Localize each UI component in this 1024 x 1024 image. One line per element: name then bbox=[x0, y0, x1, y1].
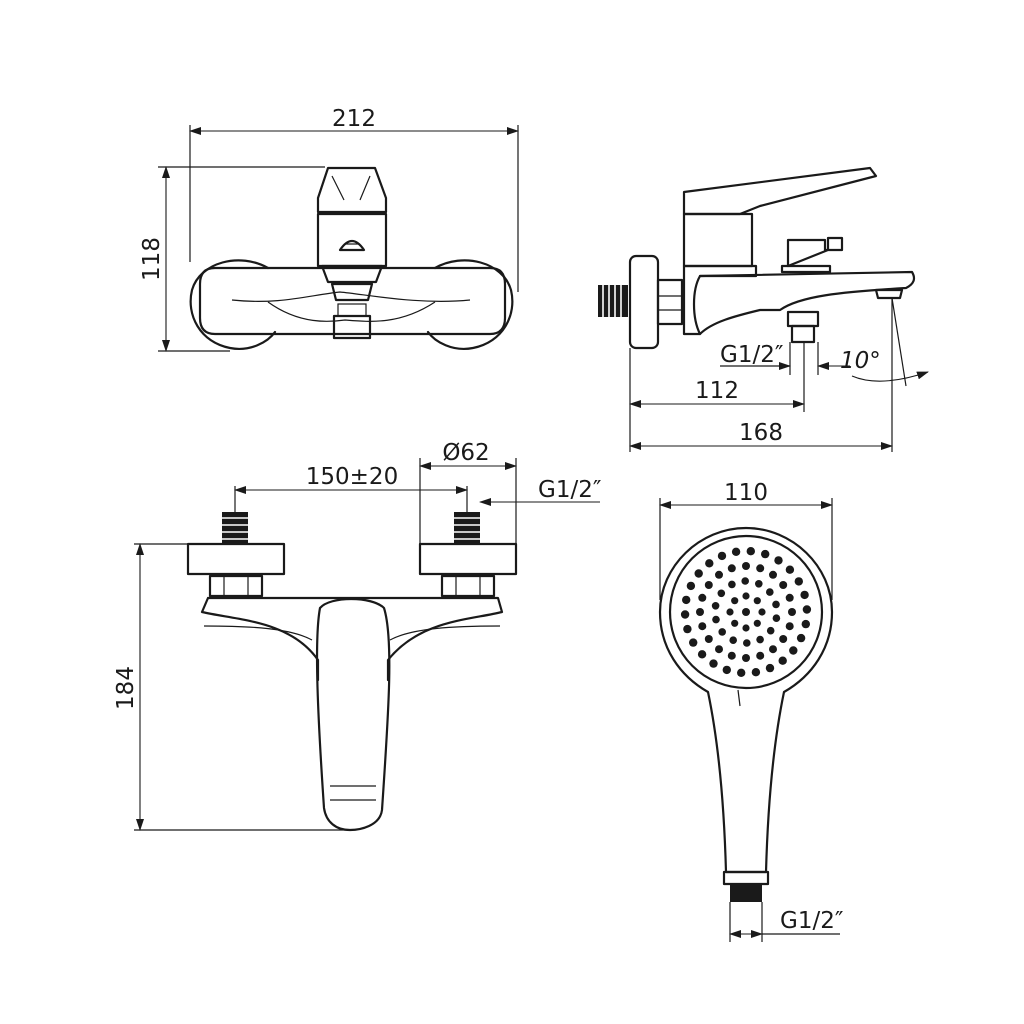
nozzle-dot bbox=[766, 588, 774, 596]
nozzle-dot bbox=[680, 610, 690, 619]
nozzle-dot bbox=[742, 608, 750, 616]
nozzle-dot bbox=[743, 639, 751, 647]
nozzle-dot bbox=[769, 645, 777, 654]
nozzle-dot bbox=[717, 589, 726, 598]
nozzle-dot bbox=[788, 608, 796, 616]
nozzle-dot bbox=[756, 635, 764, 644]
nozzle-dot bbox=[709, 659, 718, 668]
nozzle-dot bbox=[742, 592, 750, 600]
nozzle-dot bbox=[726, 608, 734, 616]
nozzle-dot bbox=[696, 608, 704, 616]
nozzle-dot bbox=[722, 665, 731, 675]
nozzle-dot bbox=[772, 600, 780, 609]
nozzle-dot bbox=[698, 622, 707, 631]
nozzle-dot bbox=[796, 633, 806, 643]
nozzle-dot bbox=[769, 570, 777, 579]
nozzle-dot bbox=[731, 619, 739, 627]
nozzle-dot bbox=[698, 593, 707, 602]
nozzle-dot bbox=[704, 635, 713, 643]
nozzle-dot bbox=[705, 559, 714, 568]
nozzle-dot bbox=[779, 581, 788, 589]
nozzle-dot bbox=[765, 663, 775, 673]
top-view: 212 118 bbox=[139, 106, 519, 352]
side-depth-inner-label: 112 bbox=[695, 378, 739, 404]
nozzle-dot bbox=[758, 608, 766, 616]
side-depth-outer-label: 168 bbox=[739, 420, 783, 446]
nozzle-dot bbox=[778, 656, 787, 665]
nozzle-dot bbox=[715, 570, 723, 579]
nozzle-dot bbox=[785, 622, 794, 631]
nozzle-dot bbox=[801, 619, 810, 629]
nozzle-dot bbox=[785, 593, 794, 602]
nozzle-dot bbox=[746, 547, 755, 556]
nozzle-dot bbox=[755, 580, 763, 588]
nozzle-dot bbox=[753, 597, 761, 605]
nozzle-dot bbox=[756, 651, 765, 660]
nozzle-dot bbox=[742, 624, 750, 632]
nozzle-dot bbox=[683, 624, 692, 634]
nozzle-pattern bbox=[680, 547, 812, 677]
nozzle-dot bbox=[731, 597, 739, 605]
front-height-label: 184 bbox=[113, 666, 139, 710]
nozzle-dot bbox=[766, 626, 775, 635]
nozzle-dot bbox=[689, 638, 698, 647]
nozzle-dot bbox=[802, 605, 812, 614]
front-diameter-label: Ø62 bbox=[442, 440, 489, 466]
shower-head-view: 110 G1/2″ bbox=[658, 480, 844, 942]
nozzle-dot bbox=[741, 577, 749, 585]
shower-width-label: 110 bbox=[724, 480, 768, 506]
nozzle-dot bbox=[729, 636, 737, 644]
nozzle-dot bbox=[800, 590, 809, 600]
nozzle-dot bbox=[794, 577, 803, 586]
nozzle-dot bbox=[756, 564, 765, 573]
nozzle-dot bbox=[789, 646, 798, 655]
top-height-label: 118 bbox=[139, 237, 165, 281]
nozzle-dot bbox=[712, 615, 720, 624]
nozzle-dot bbox=[728, 580, 736, 589]
nozzle-dot bbox=[717, 551, 727, 561]
nozzle-dot bbox=[704, 581, 713, 589]
nozzle-dot bbox=[779, 635, 788, 643]
nozzle-dot bbox=[697, 650, 707, 659]
nozzle-dot bbox=[785, 565, 795, 574]
nozzle-dot bbox=[718, 628, 726, 636]
front-thread-label: G1/2″ bbox=[538, 477, 602, 503]
nozzle-dot bbox=[727, 651, 736, 660]
side-thread-label: G1/2″ bbox=[720, 342, 784, 368]
nozzle-dot bbox=[774, 556, 783, 565]
front-view: 150±20 Ø62 G1/2″ 184 bbox=[113, 440, 602, 832]
nozzle-dot bbox=[682, 595, 691, 605]
nozzle-dot bbox=[772, 614, 781, 622]
nozzle-dot bbox=[715, 645, 723, 654]
nozzle-dot bbox=[751, 668, 761, 677]
shower-thread-label: G1/2″ bbox=[780, 908, 844, 934]
nozzle-dot bbox=[711, 602, 720, 610]
nozzle-dot bbox=[761, 549, 770, 559]
nozzle-dot bbox=[694, 569, 703, 578]
side-view: G1/2″ 112 168 10° bbox=[598, 166, 929, 452]
nozzle-dot bbox=[742, 562, 750, 570]
side-angle-label: 10° bbox=[840, 348, 881, 374]
top-width-label: 212 bbox=[332, 106, 376, 132]
nozzle-dot bbox=[753, 619, 761, 627]
nozzle-dot bbox=[742, 654, 750, 662]
front-spacing-label: 150±20 bbox=[306, 464, 398, 490]
nozzle-dot bbox=[727, 564, 736, 573]
nozzle-dot bbox=[737, 668, 746, 677]
nozzle-dot bbox=[686, 581, 696, 591]
nozzle-dot bbox=[731, 547, 741, 556]
